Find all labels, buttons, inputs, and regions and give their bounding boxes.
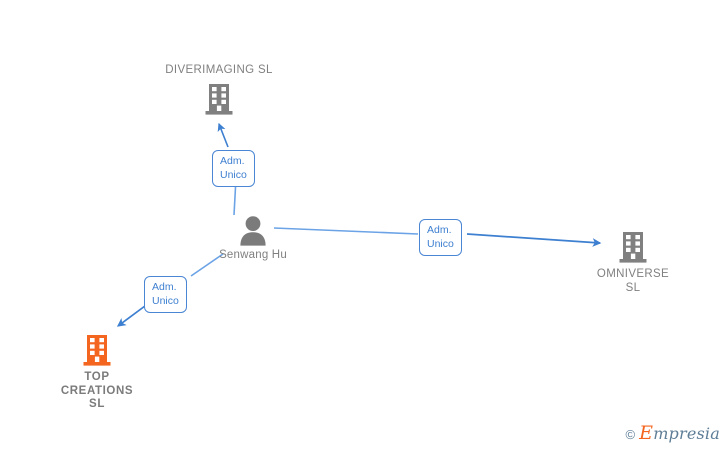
node-label-senwang-hu: Senwang Hu <box>219 249 287 261</box>
watermark: © Empresia <box>626 422 720 444</box>
graph-node-top-creations[interactable]: TOP CREATIONS SL <box>27 334 167 412</box>
edge-arrow-diverimaging <box>217 122 229 148</box>
building-icon <box>205 83 233 115</box>
edge-label-top-creations[interactable]: Adm. Unico <box>144 276 187 313</box>
edge-label-omniverse[interactable]: Adm. Unico <box>419 219 462 256</box>
node-label-top-creations: TOP CREATIONS SL <box>60 371 134 410</box>
person-icon <box>240 216 266 246</box>
graph-node-diverimaging[interactable]: DIVERIMAGING SL <box>149 64 289 116</box>
node-label-diverimaging: DIVERIMAGING SL <box>165 64 273 76</box>
brand-initial: E <box>639 422 654 444</box>
edge-label-diverimaging[interactable]: Adm. Unico <box>212 150 255 187</box>
copyright-icon: © <box>625 427 636 442</box>
graph-node-senwang-hu[interactable]: Senwang Hu <box>183 215 323 263</box>
brand-logo-text: Empresia <box>639 422 720 444</box>
brand-rest: mpresia <box>653 424 720 443</box>
node-label-omniverse: OMNIVERSE SL <box>596 268 670 294</box>
building-icon <box>619 232 647 263</box>
graph-node-omniverse[interactable]: OMNIVERSE SL <box>563 231 703 295</box>
building-icon <box>83 335 111 366</box>
